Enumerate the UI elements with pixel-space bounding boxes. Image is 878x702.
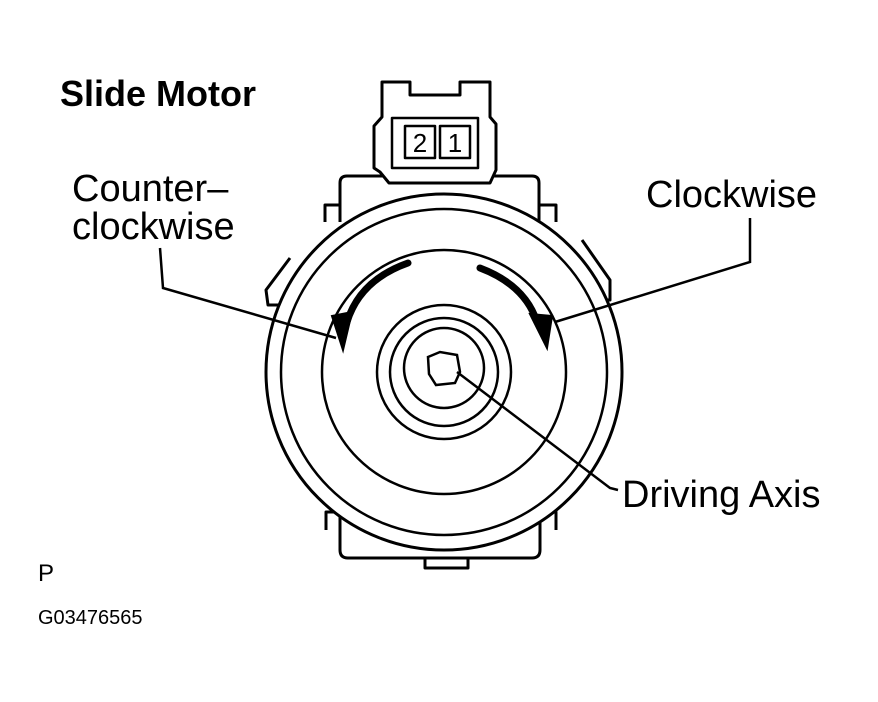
disk-face	[320, 248, 568, 496]
hub-ring-middle	[388, 316, 500, 428]
outer-ring-inner-edge	[279, 207, 609, 537]
diagram-title: Slide Motor	[60, 73, 256, 114]
driving-axis-socket	[426, 350, 462, 387]
housing-notch-bottom	[423, 558, 470, 570]
counter-clockwise-arrowhead	[330, 310, 354, 354]
counter-clockwise-label-line2: clockwise	[72, 206, 235, 248]
driving-axis-label: Driving Axis	[622, 474, 821, 516]
motor-housing-top-tab	[323, 203, 558, 222]
hub-ring-inner	[402, 326, 486, 410]
counter-clockwise-leader-line	[158, 247, 337, 340]
motor-housing-bottom	[338, 500, 542, 560]
driving-axis-leader-line	[456, 371, 619, 492]
code-letter: P	[38, 560, 55, 587]
clockwise-label: Clockwise	[646, 174, 818, 216]
clockwise-arrowhead	[528, 312, 554, 352]
connector-pin-2-label: 2	[413, 128, 427, 158]
connector-pin-2	[403, 124, 437, 160]
figure-id: G03476565	[38, 607, 143, 629]
counter-clockwise-label-line1: Counter–	[72, 168, 229, 210]
connector-pin-1-label: 1	[448, 128, 462, 158]
clockwise-leader-line	[554, 218, 752, 324]
connector-pin-1	[438, 124, 472, 160]
hub-ring-outer	[375, 303, 513, 441]
